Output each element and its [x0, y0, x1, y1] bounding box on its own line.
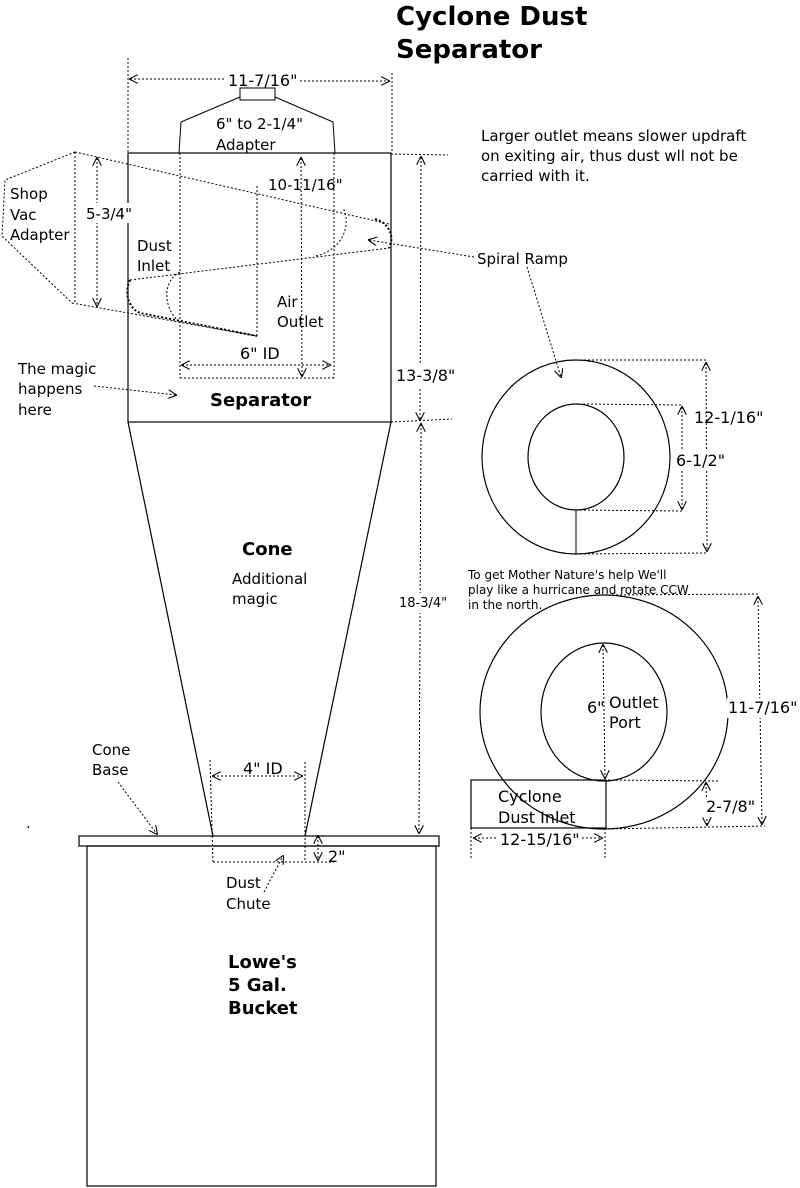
ring-outer-label: 12-1/16" [694, 408, 763, 427]
shop-vac-adapter [1, 151, 393, 337]
note-line-3: carried with it. [481, 167, 590, 185]
chute-height-label: 2" [328, 847, 346, 866]
note-line-2: on exiting air, thus dust wll not be [481, 147, 738, 165]
bucket [86, 845, 437, 1187]
outlet-dim-label: 6" [587, 698, 605, 717]
adapter-label-1: 6" to 2-1/4" [216, 115, 303, 133]
cyclone-inlet-label-2: Dust Inlet [498, 808, 576, 827]
bucket-label-3: Bucket [228, 998, 298, 1019]
dust-chute [209, 759, 334, 863]
cone-base-label-2: Base [92, 761, 129, 779]
separator-bottom-extension [390, 418, 453, 423]
hurricane-note-line-3: in the north. [468, 598, 542, 612]
top-width-dimension [127, 58, 393, 153]
title-line-2: Separator [396, 35, 542, 65]
cone-body [127, 421, 392, 837]
adapter-height-label: 5-3/4" [86, 205, 132, 223]
bucket-label-2: 5 Gal. [228, 975, 287, 996]
separator-top-extension [390, 153, 449, 156]
cyclone-inlet-label-1: Cyclone [498, 787, 562, 806]
inlet-length-label: 10-11/16" [268, 176, 343, 194]
cone-id-label: 4" ID [243, 759, 283, 778]
cone-label: Cone [242, 539, 293, 560]
cone-height-label: 18-3/4" [399, 596, 447, 611]
air-outlet-tube [179, 153, 335, 379]
magic-label-1: The magic [17, 360, 96, 378]
separator-label: Separator [210, 390, 311, 411]
bucket-label-1: Lowe's [228, 952, 297, 973]
top-adapter [178, 87, 336, 154]
cone-base-label-1: Cone [92, 741, 130, 759]
dust-inlet-label-2: Inlet [137, 257, 170, 275]
additional-magic-label-1: Additional [232, 570, 307, 588]
spiral-ramp-pointer-1 [369, 240, 475, 258]
cone-base-pointer [117, 781, 157, 834]
spiral-ramp-pointer-2 [526, 266, 561, 377]
magic-label-3: here [18, 401, 52, 419]
separator-body [127, 152, 392, 423]
outlet-port-label-2: Port [609, 713, 641, 732]
hurricane-note-line-2: play like a hurricane and rotate CCW [468, 583, 689, 597]
ring-inner-label: 6-1/2" [676, 451, 725, 470]
dust-chute-label-2: Chute [226, 895, 271, 913]
top-diameter-label: 11-7/16" [728, 698, 797, 717]
outlet-port-label-1: Outlet [609, 693, 659, 712]
cone-height-dimension [419, 424, 421, 833]
stray-dot: . [26, 814, 31, 832]
magic-label-2: happens [18, 380, 82, 398]
shop-vac-label-1: Shop [10, 185, 48, 203]
inlet-width-label: 12-15/16" [500, 830, 580, 849]
air-outlet-label-2: Outlet [277, 313, 324, 331]
separator-top-view [470, 593, 765, 860]
dust-chute-label-1: Dust [226, 874, 261, 892]
additional-magic-label-2: magic [232, 590, 278, 608]
inlet-height-label: 2-7/8" [706, 797, 755, 816]
dust-inlet-label-1: Dust [137, 237, 172, 255]
magic-pointer [93, 385, 176, 395]
dust-chute-pointer [263, 856, 283, 893]
spiral-ramp-top-view [481, 359, 707, 555]
outlet-id-label: 6" ID [240, 344, 280, 363]
title-line-1: Cyclone Dust [396, 2, 587, 32]
air-outlet-label-1: Air [277, 293, 298, 311]
hurricane-note-line-1: To get Mother Nature's help We'll [467, 568, 666, 582]
separator-height-label: 13-3/8" [396, 366, 455, 385]
cone-base-plate [78, 835, 440, 847]
top-width-label: 11-7/16" [228, 71, 297, 90]
shop-vac-label-3: Adapter [10, 226, 70, 244]
shop-vac-label-2: Vac [10, 206, 37, 224]
note-line-1: Larger outlet means slower updraft [481, 127, 746, 145]
adapter-label-2: Adapter [216, 136, 276, 154]
spiral-ramp-label: Spiral Ramp [477, 250, 568, 268]
outlet-height-dimension [301, 158, 302, 376]
